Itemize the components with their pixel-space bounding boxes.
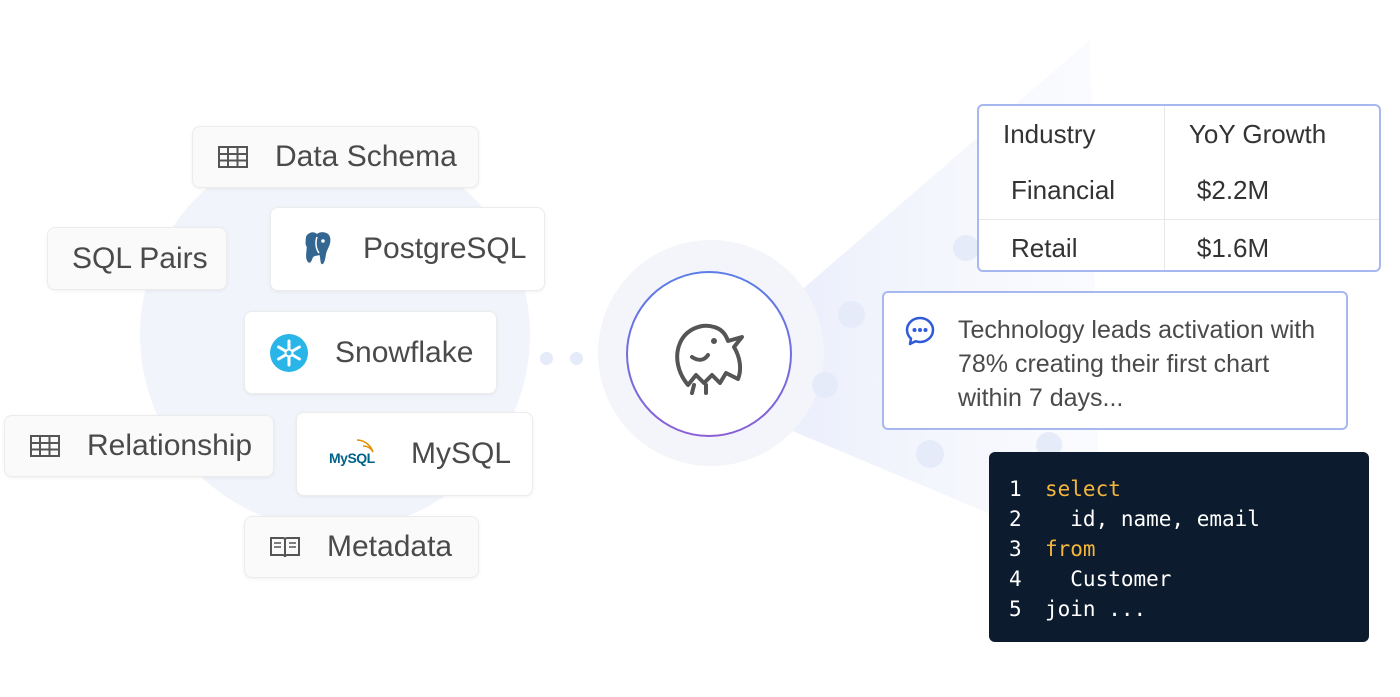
data-schema-chip[interactable]: Data Schema <box>192 126 479 188</box>
postgresql-label: PostgreSQL <box>363 232 527 265</box>
line-number: 1 <box>1009 477 1022 501</box>
code-keyword: from <box>1045 537 1096 561</box>
insight-message-card: Technology leads activation with 78% cre… <box>882 291 1348 430</box>
code-text: id, name, email <box>1045 507 1260 531</box>
code-text: Customer <box>1045 567 1172 591</box>
beam-dot <box>812 372 838 398</box>
code-text: join ... <box>1045 597 1147 621</box>
chat-bubble-icon <box>904 315 936 428</box>
connector-dot <box>570 352 583 365</box>
book-icon <box>269 535 301 559</box>
snowflake-chip[interactable]: Snowflake <box>244 311 497 394</box>
snowflake-icon <box>269 333 309 373</box>
code-line: 2 id, name, email <box>1009 504 1369 534</box>
snowflake-label: Snowflake <box>335 335 474 369</box>
code-line: 4 Customer <box>1009 564 1369 594</box>
connector-dot <box>540 352 553 365</box>
postgresql-chip[interactable]: PostgreSQL <box>270 207 545 291</box>
table-cell: $2.2M <box>1196 175 1270 205</box>
beam-dot <box>916 440 944 468</box>
result-table-card: Industry YoY Growth Financial $2.2M Reta… <box>977 104 1381 272</box>
metadata-chip[interactable]: Metadata <box>244 516 479 578</box>
table-header-yoy-growth: YoY Growth <box>1188 118 1327 149</box>
postgresql-elephant-icon <box>295 229 339 269</box>
code-line: 5 join ... <box>1009 594 1369 624</box>
result-table: Industry YoY Growth Financial $2.2M Reta… <box>979 106 1379 270</box>
line-number: 4 <box>1009 567 1022 591</box>
sql-code-block: 1 select 2 id, name, email 3 from 4 Custom… <box>989 452 1369 642</box>
table-row: Retail $1.6M <box>979 219 1379 270</box>
sql-pairs-label: SQL Pairs <box>72 241 208 275</box>
mysql-label: MySQL <box>411 437 512 470</box>
table-icon <box>217 146 249 168</box>
line-number: 3 <box>1009 537 1022 561</box>
insight-message-text: Technology leads activation with 78% cre… <box>958 316 1316 412</box>
mysql-chip[interactable]: MySQL MySQL <box>296 412 533 496</box>
table-cell: $1.6M <box>1164 219 1379 270</box>
line-number: 5 <box>1009 597 1022 621</box>
mysql-logo-text: MySQL <box>329 450 375 466</box>
code-line: 1 select <box>1009 474 1369 504</box>
code-line: 3 from <box>1009 534 1369 564</box>
hub-circle <box>626 271 792 437</box>
relationship-chip[interactable]: Relationship <box>4 415 274 477</box>
table-row: Financial $2.2M <box>979 162 1379 220</box>
metadata-label: Metadata <box>327 530 453 563</box>
beam-dot <box>838 301 865 328</box>
line-number: 2 <box>1009 507 1022 531</box>
relationship-label: Relationship <box>87 429 253 462</box>
mysql-dolphin-icon: MySQL <box>327 434 387 474</box>
bird-logo-icon <box>675 323 744 395</box>
sql-pairs-chip[interactable]: SQL Pairs <box>47 227 227 290</box>
data-schema-label: Data Schema <box>275 140 457 173</box>
table-cell: Financial <box>979 162 1165 220</box>
table-cell: Retail <box>979 219 1165 270</box>
table-icon <box>29 435 61 457</box>
code-keyword: select <box>1045 477 1121 501</box>
beam-dot <box>953 235 979 261</box>
table-header-industry: Industry <box>979 106 1165 162</box>
